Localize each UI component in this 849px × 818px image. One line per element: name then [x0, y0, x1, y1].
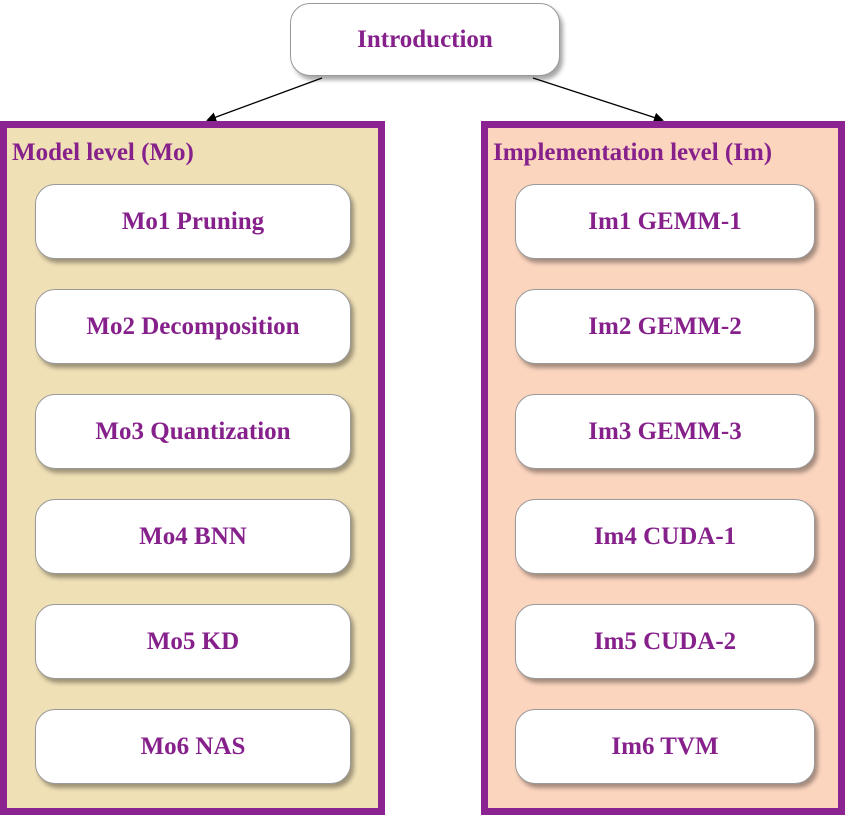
arrow-to-implementation-level [532, 77, 664, 123]
implementation-item-label: Im6 TVM [611, 732, 719, 760]
implementation-item-label: Im2 GEMM-2 [588, 312, 742, 340]
implementation-item-label: Im1 GEMM-1 [588, 207, 742, 235]
arrow-to-model-level [206, 77, 323, 122]
model-level-title: Model level (Mo) [12, 139, 194, 166]
model-level-items: Mo1 Pruning Mo2 Decomposition Mo3 Quanti… [7, 128, 378, 808]
implementation-item: Im6 TVM [515, 709, 815, 784]
implementation-level-group: Implementation level (Im) Im1 GEMM-1 Im2… [481, 121, 845, 815]
implementation-item: Im5 CUDA-2 [515, 604, 815, 679]
model-item-label: Mo4 BNN [139, 522, 247, 550]
implementation-level-items: Im1 GEMM-1 Im2 GEMM-2 Im3 GEMM-3 Im4 CUD… [488, 128, 838, 808]
model-item: Mo3 Quantization [35, 394, 351, 469]
model-item-label: Mo3 Quantization [95, 417, 291, 445]
implementation-item: Im1 GEMM-1 [515, 184, 815, 259]
implementation-level-title: Implementation level (Im) [493, 139, 773, 166]
implementation-item: Im4 CUDA-1 [515, 499, 815, 574]
model-item-label: Mo6 NAS [140, 732, 246, 760]
implementation-item: Im2 GEMM-2 [515, 289, 815, 364]
implementation-item-label: Im4 CUDA-1 [593, 522, 737, 550]
implementation-item-label: Im3 GEMM-3 [588, 417, 742, 445]
model-item: Mo5 KD [35, 604, 351, 679]
implementation-item-label: Im5 CUDA-2 [593, 627, 737, 655]
introduction-label: Introduction [357, 25, 493, 53]
introduction-node: Introduction [290, 3, 560, 76]
model-level-group: Model level (Mo) Mo1 Pruning Mo2 Decompo… [0, 121, 385, 815]
implementation-item: Im3 GEMM-3 [515, 394, 815, 469]
model-item: Mo2 Decomposition [35, 289, 351, 364]
model-item-label: Mo2 Decomposition [86, 312, 300, 340]
model-item: Mo1 Pruning [35, 184, 351, 259]
model-item: Mo4 BNN [35, 499, 351, 574]
model-item: Mo6 NAS [35, 709, 351, 784]
model-item-label: Mo5 KD [146, 627, 240, 655]
model-item-label: Mo1 Pruning [121, 207, 265, 235]
